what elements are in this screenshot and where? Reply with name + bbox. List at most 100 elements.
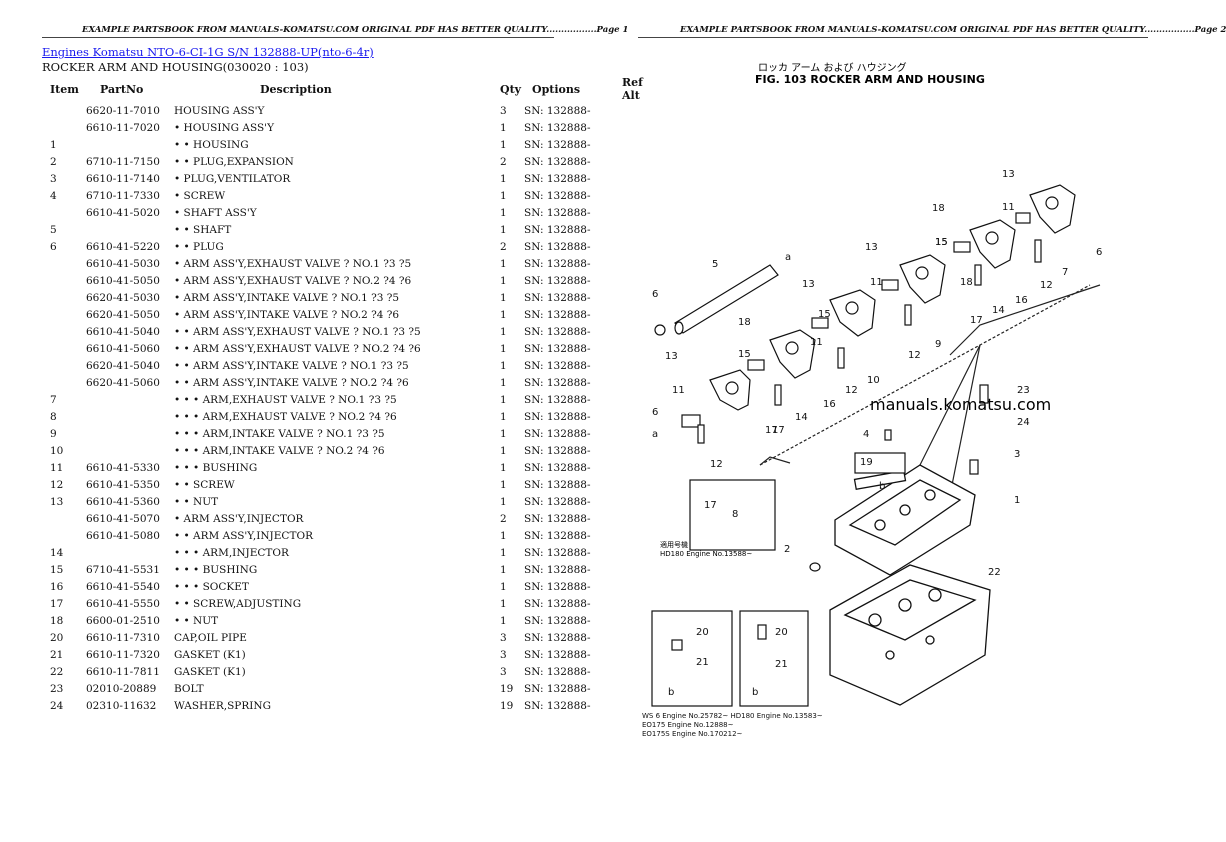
cell-options: SN: 132888- [524,342,591,355]
cell-qty: 1 [500,597,507,610]
cell-partno: 6710-11-7150 [86,155,160,168]
cell-description: • • • ARM,EXHAUST VALVE ? NO.1 ?3 ?5 [174,393,397,406]
cell-item: 20 [50,631,64,644]
cell-qty: 1 [500,376,507,389]
callout-label: 18 [738,317,751,328]
cell-partno: 6610-41-5540 [86,580,160,593]
callout-label: 6 [1096,247,1102,258]
diagram-jp-title: ロッカ アーム および ハウジング [758,61,907,74]
cell-options: SN: 132888- [524,189,591,202]
cell-item: 2 [50,155,57,168]
column-header-item: Item [50,82,79,96]
cell-description: • ARM ASS'Y,EXHAUST VALVE ? NO.1 ?3 ?5 [174,257,412,270]
callout-label: 9 [935,339,941,350]
cell-partno: 6610-41-5030 [86,257,160,270]
cell-qty: 2 [500,512,507,525]
callout-label: 12 [908,350,921,361]
cell-options: SN: 132888- [524,410,591,423]
callout-label: 11 [1002,202,1015,213]
cell-partno: 6610-41-5350 [86,478,160,491]
cell-item [42,374,86,391]
cell-options: SN: 132888- [524,427,591,440]
cell-item [42,357,86,374]
cell-description: • • PLUG,EXPANSION [174,155,294,168]
cell-options: SN: 132888- [524,155,591,168]
cell-item [42,255,86,272]
cell-partno: 6610-11-7140 [86,172,160,185]
cell-item: 8 [50,410,57,423]
callout-label: a [785,252,791,263]
breadcrumb: Engines Komatsu NTO-6-CI-1G S/N 132888-U… [42,45,374,59]
cell-description: • • • BUSHING [174,563,258,576]
cell-partno: 6610-41-5080 [86,529,160,542]
cell-options: SN: 132888- [524,461,591,474]
diagram-callouts: 13 18 11 15 5 6 a 13 11 15 18 13 15 11 1… [652,169,1102,698]
cell-qty: 2 [500,240,507,253]
cell-description: • ARM ASS'Y,INJECTOR [174,512,304,525]
cell-options: SN: 132888- [524,121,591,134]
cell-description: • SHAFT ASS'Y [174,206,257,219]
table-row: 6620-41-5030• ARM ASS'Y,INTAKE VALVE ? N… [42,289,662,306]
cell-item [42,289,86,306]
cell-qty: 1 [500,529,507,542]
table-row: 6610-41-5040• • ARM ASS'Y,EXHAUST VALVE … [42,323,662,340]
callout-label: 24 [1017,417,1030,428]
callout-label: 12 [1040,280,1053,291]
watermark-text: manuals.komatsu.com [870,395,1051,414]
cell-description: • • SHAFT [174,223,232,236]
breadcrumb-link-model[interactable]: NTO-6-CI-1G S/N 132888-UP(nto-6-4r) [147,45,374,59]
cell-options: SN: 132888- [524,699,591,712]
cell-description: • • • ARM,INTAKE VALVE ? NO.2 ?4 ?6 [174,444,385,457]
rocker-arm-group [681,184,1076,444]
table-row: 6620-41-5060• • ARM ASS'Y,INTAKE VALVE ?… [42,374,662,391]
cell-partno: 6610-41-5360 [86,495,160,508]
cell-partno [86,221,174,238]
cell-qty: 1 [500,206,507,219]
cell-qty: 1 [500,138,507,151]
cell-qty: 1 [500,172,507,185]
cell-item: 22 [50,665,64,678]
cell-partno [86,136,174,153]
cell-options: SN: 132888- [524,495,591,508]
engine-notes: WS 6 Engine No.25782~ HD180 Engine No.13… [642,712,823,738]
cell-item: 17 [50,597,64,610]
diagram-fig-title: FIG. 103 ROCKER ARM AND HOUSING [755,73,985,86]
inset-caption: HD180 Engine No.13588~ [660,550,752,558]
cell-description: • • ARM ASS'Y,INTAKE VALVE ? NO.1 ?3 ?5 [174,359,409,372]
cell-description: • ARM ASS'Y,EXHAUST VALVE ? NO.2 ?4 ?6 [174,274,412,287]
cell-qty: 1 [500,342,507,355]
cell-qty: 1 [500,495,507,508]
cell-item [42,204,86,221]
exploded-diagram: ロッカ アーム および ハウジング FIG. 103 ROCKER ARM AN… [642,61,1102,738]
cell-qty: 19 [500,682,514,695]
cell-partno [86,425,174,442]
cell-description: • • ARM ASS'Y,EXHAUST VALVE ? NO.1 ?3 ?5 [174,325,421,338]
cell-qty: 3 [500,104,507,117]
callout-label: 16 [1015,295,1028,306]
cell-options: SN: 132888- [524,597,591,610]
callout-label: 15 [818,309,831,320]
cell-item [42,272,86,289]
callout-label: 10 [867,375,880,386]
note-line: EO175 Engine No.12888~ [642,721,734,729]
cell-partno [86,442,174,459]
cell-partno: 6620-41-5050 [86,308,160,321]
cell-description: WASHER,SPRING [174,699,271,712]
callout-label: 23 [1017,385,1030,396]
callout-label: 14 [795,412,808,423]
callout-label: 20 [696,627,709,638]
breadcrumb-link-engines[interactable]: Engines Komatsu [42,45,144,59]
callout-label: b [879,481,885,492]
callout-label: 1 [1014,495,1020,506]
callout-label: 11 [810,337,823,348]
cell-partno: 6710-11-7330 [86,189,160,202]
cell-options: SN: 132888- [524,325,591,338]
cell-qty: 1 [500,478,507,491]
cell-description: • • • SOCKET [174,580,249,593]
callout-label: 19 [860,457,873,468]
